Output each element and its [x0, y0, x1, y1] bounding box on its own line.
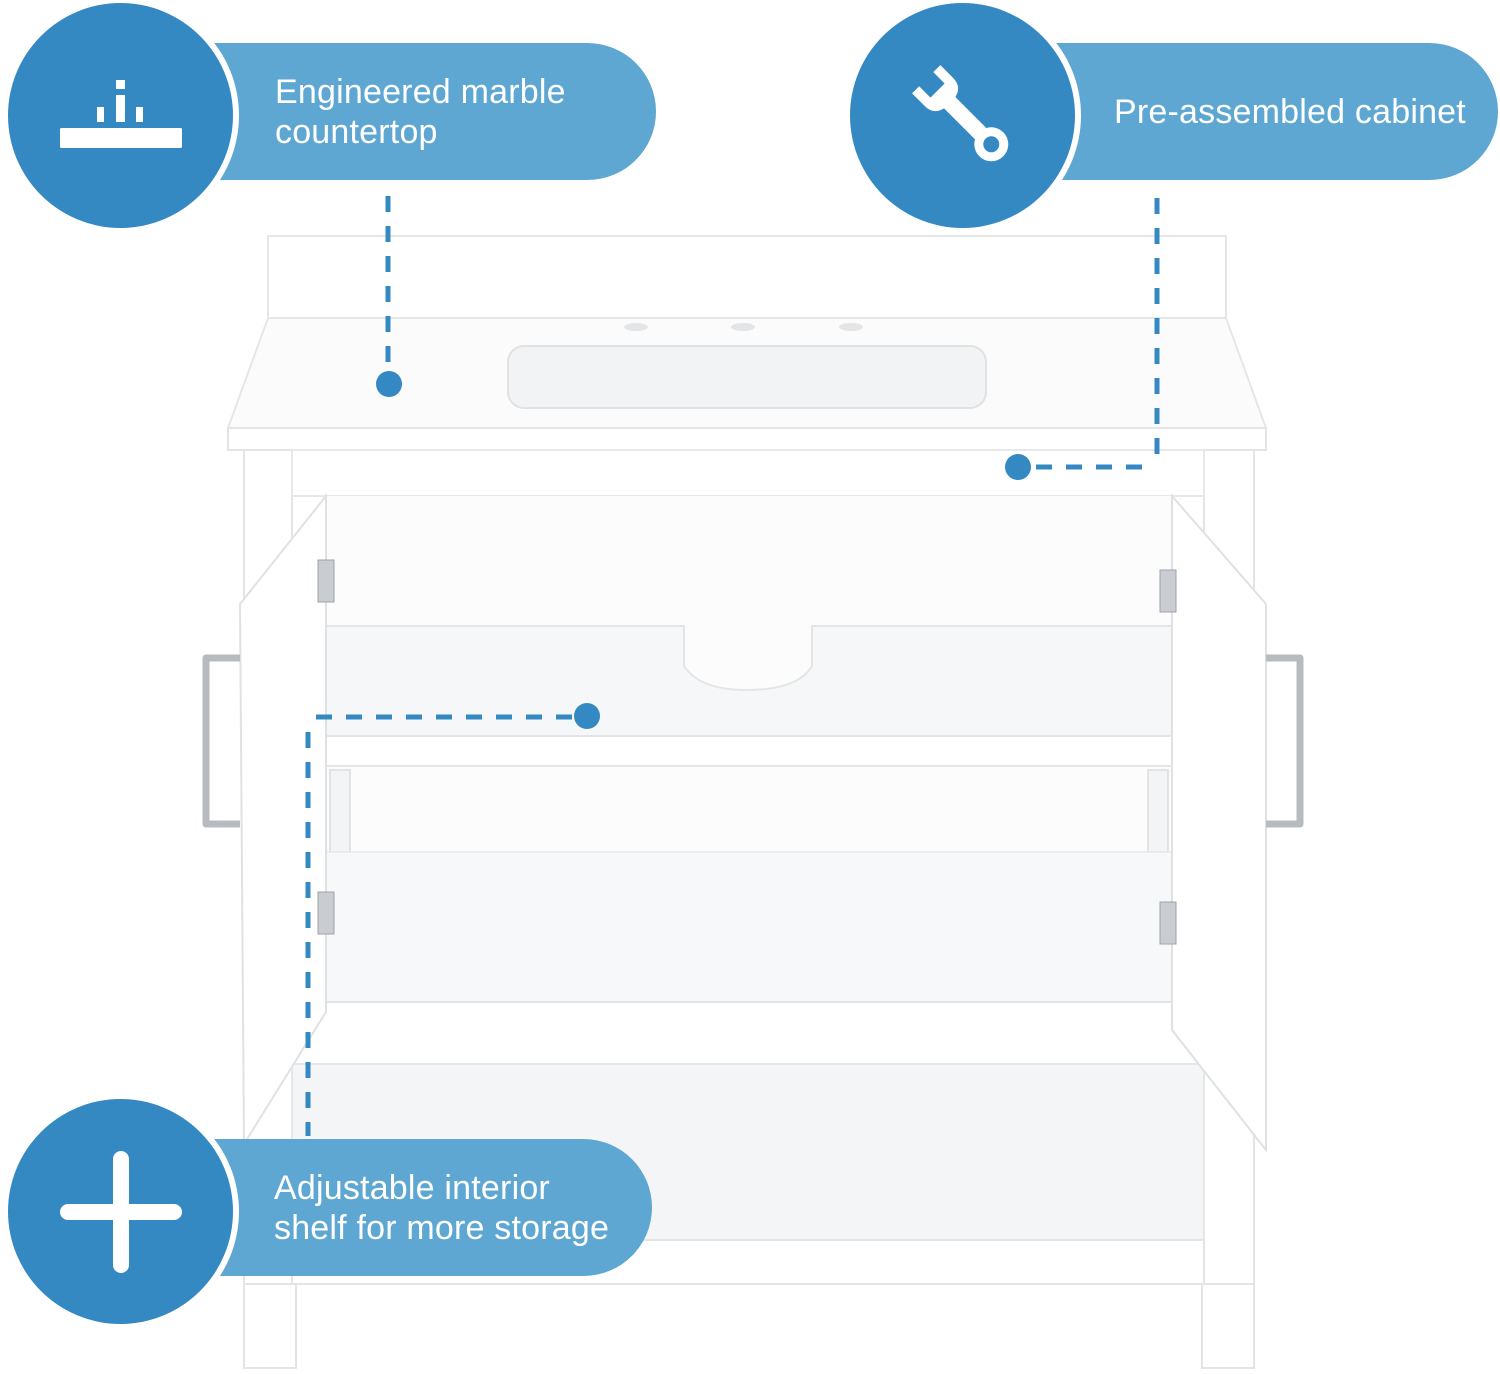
left-door-handle [202, 654, 240, 828]
hinge [1159, 569, 1177, 613]
adjustable-shelf [325, 625, 1173, 737]
sink-opening [507, 345, 987, 409]
left-cabinet-door [238, 493, 327, 1148]
shelf-bracket [329, 769, 351, 853]
hinge [1159, 901, 1177, 945]
callout-shelf-label: Adjustable interior shelf for more stora… [274, 1168, 610, 1247]
badge-shelf [8, 1099, 233, 1324]
shelf-bracket [1147, 769, 1169, 853]
callout-countertop: Engineered marble countertop [180, 43, 656, 180]
right-door-handle [1266, 654, 1304, 828]
hinge [317, 891, 335, 935]
faucet-hole [839, 323, 863, 331]
wrench-icon [911, 64, 1008, 161]
plus-icon [59, 1150, 182, 1273]
cabinet-bottom-rail [291, 1001, 1205, 1065]
cabinet-top-rail [291, 449, 1205, 497]
faucet-hole [624, 323, 648, 331]
callout-shelf: Adjustable interior shelf for more stora… [180, 1139, 652, 1276]
right-cabinet-door [1171, 493, 1267, 1153]
badge-countertop [8, 3, 233, 228]
countertop-edge [227, 427, 1267, 451]
callout-countertop-label: Engineered marble countertop [275, 72, 566, 151]
front-leg [1201, 1283, 1255, 1369]
connector-dot-countertop [376, 371, 402, 397]
front-leg [243, 1283, 297, 1369]
countertop-icon [59, 79, 182, 148]
cabinet-floor [325, 851, 1173, 1003]
adjustable-shelf-edge [325, 735, 1173, 767]
connector-dot-cabinet [1005, 454, 1031, 480]
faucet-hole [731, 323, 755, 331]
connector-dot-shelf [574, 703, 600, 729]
badge-cabinet [850, 3, 1075, 228]
callout-cabinet-label: Pre-assembled cabinet [1114, 92, 1466, 131]
callout-cabinet: Pre-assembled cabinet [1020, 43, 1498, 180]
hinge [317, 559, 335, 603]
vanity-backsplash [267, 235, 1227, 319]
